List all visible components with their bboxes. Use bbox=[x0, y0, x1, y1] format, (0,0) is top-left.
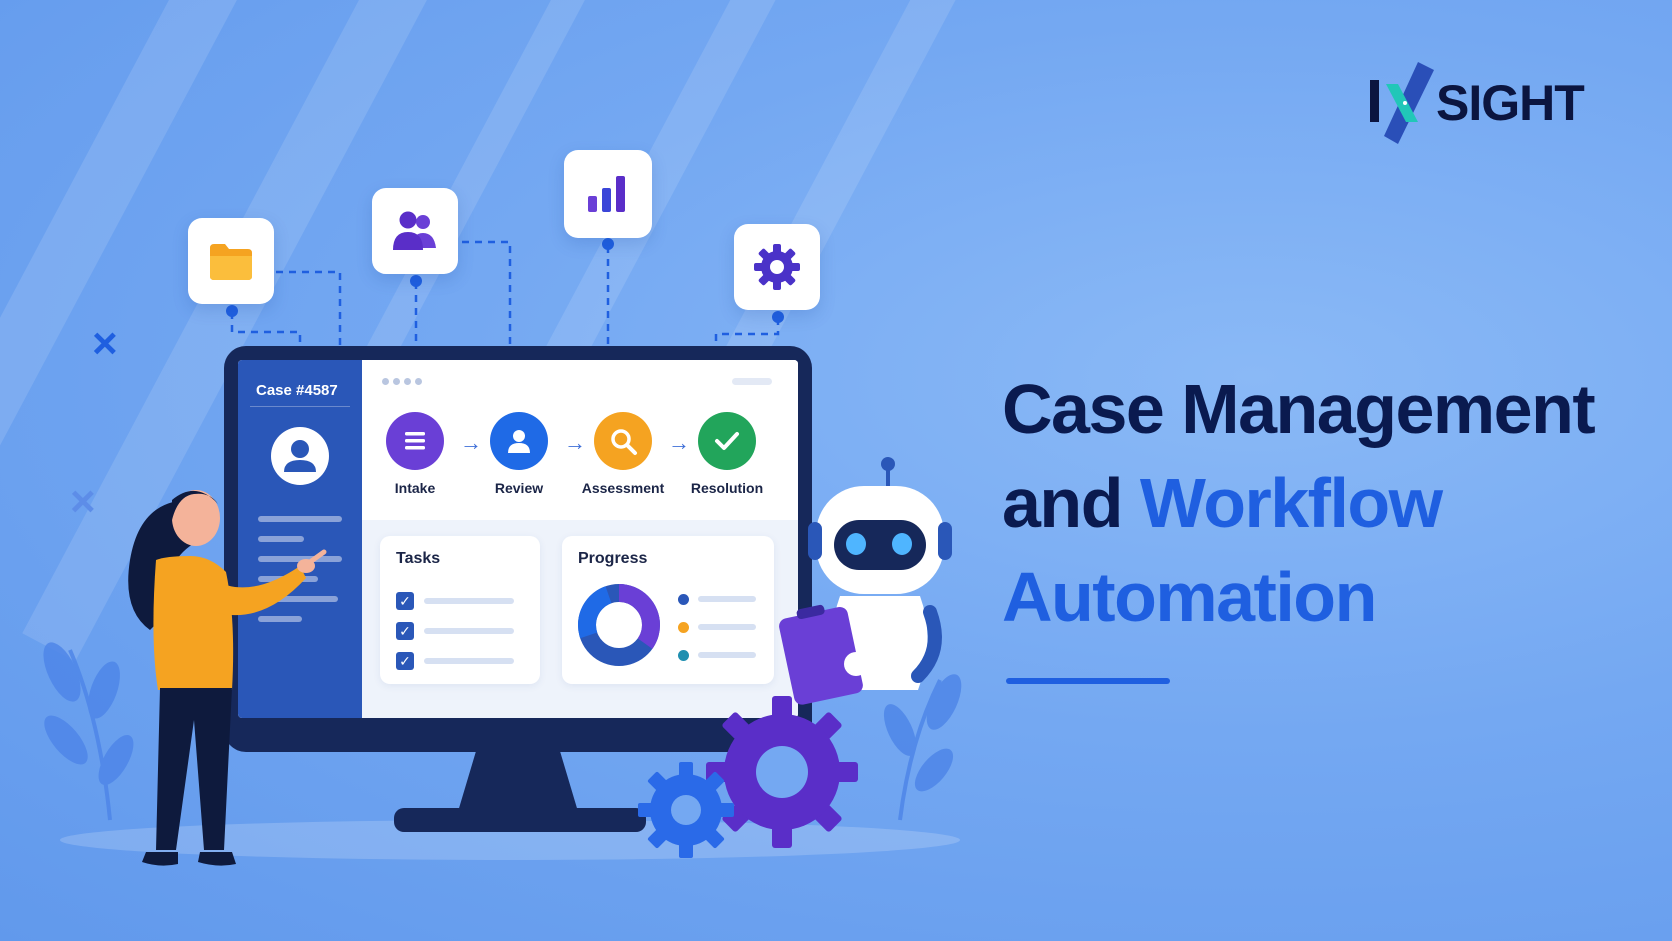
gear-icon bbox=[754, 244, 800, 290]
task-line bbox=[424, 658, 514, 664]
arrow-icon: → bbox=[668, 430, 690, 455]
progress-card: Progress bbox=[562, 536, 774, 684]
legend-dot bbox=[678, 622, 689, 633]
headline-line-3: Automation bbox=[1002, 558, 1377, 636]
headline-line-1: Case Management bbox=[1002, 370, 1596, 448]
tasks-title: Tasks bbox=[396, 550, 441, 567]
headline-line-2: and Workflow bbox=[1002, 456, 1642, 550]
arrow-icon: → bbox=[460, 430, 482, 455]
headline-word-accent: Workflow bbox=[1139, 464, 1443, 542]
tasks-card: Tasks ✓ ✓ ✓ bbox=[380, 536, 540, 684]
cross-decoration: × bbox=[70, 477, 96, 526]
monitor-base bbox=[394, 808, 646, 832]
progress-title: Progress bbox=[578, 550, 648, 567]
chart-tile bbox=[564, 150, 652, 238]
search-icon bbox=[611, 429, 637, 455]
step-label: Assessment bbox=[581, 480, 665, 496]
task-checkbox[interactable]: ✓ bbox=[396, 652, 414, 670]
step-circle bbox=[594, 412, 652, 470]
window-dots bbox=[382, 378, 428, 386]
sidebar-line bbox=[258, 556, 342, 562]
users-tile bbox=[372, 188, 458, 274]
folder-tile bbox=[188, 218, 274, 304]
legend-dot bbox=[678, 594, 689, 605]
divider bbox=[250, 406, 350, 407]
person-icon bbox=[508, 430, 530, 453]
monitor: Case #4587 bbox=[224, 346, 812, 752]
step-circle bbox=[698, 412, 756, 470]
workflow-steps: Intake → Review → bbox=[362, 360, 798, 520]
step-review: Review bbox=[474, 412, 564, 496]
cross-decoration: × bbox=[92, 319, 118, 368]
headline-underline bbox=[1006, 678, 1170, 684]
step-label: Resolution bbox=[690, 480, 764, 496]
list-icon bbox=[405, 432, 425, 450]
legend-line bbox=[698, 624, 756, 630]
folder-icon bbox=[210, 244, 252, 280]
step-label: Review bbox=[494, 480, 544, 496]
sidebar-line bbox=[258, 596, 338, 602]
headline-word: and bbox=[1002, 464, 1123, 542]
step-resolution: Resolution bbox=[682, 412, 772, 496]
case-sidebar: Case #4587 bbox=[238, 360, 362, 718]
dashboard-screen: Case #4587 bbox=[238, 360, 798, 718]
legend-line bbox=[698, 652, 756, 658]
step-circle bbox=[386, 412, 444, 470]
logo-mark-icon bbox=[1370, 62, 1434, 144]
arrow-icon: → bbox=[564, 430, 586, 455]
dashboard-main: Intake → Review → bbox=[362, 360, 798, 718]
settings-tile bbox=[734, 224, 820, 310]
sidebar-line bbox=[258, 516, 342, 522]
donut-chart bbox=[578, 584, 660, 666]
brand-logo: SIGHT bbox=[1368, 62, 1604, 144]
check-icon bbox=[715, 432, 739, 450]
task-line bbox=[424, 598, 514, 604]
headline: Case Management and Workflow Automation bbox=[1002, 362, 1642, 644]
task-line bbox=[424, 628, 514, 634]
users-icon bbox=[393, 211, 436, 250]
bar-chart-icon bbox=[588, 176, 625, 212]
monitor-stand bbox=[457, 752, 579, 814]
step-label: Intake bbox=[394, 480, 436, 496]
sidebar-line bbox=[258, 536, 304, 542]
step-circle bbox=[490, 412, 548, 470]
sidebar-line bbox=[258, 616, 302, 622]
window-bar bbox=[732, 378, 772, 385]
task-checkbox[interactable]: ✓ bbox=[396, 622, 414, 640]
step-assessment: Assessment bbox=[578, 412, 668, 496]
legend-dot bbox=[678, 650, 689, 661]
case-id: Case #4587 bbox=[256, 382, 338, 399]
legend-line bbox=[698, 596, 756, 602]
logo-text: SIGHT bbox=[1436, 75, 1585, 131]
avatar bbox=[271, 427, 329, 485]
task-checkbox[interactable]: ✓ bbox=[396, 592, 414, 610]
step-intake: Intake bbox=[370, 412, 460, 496]
